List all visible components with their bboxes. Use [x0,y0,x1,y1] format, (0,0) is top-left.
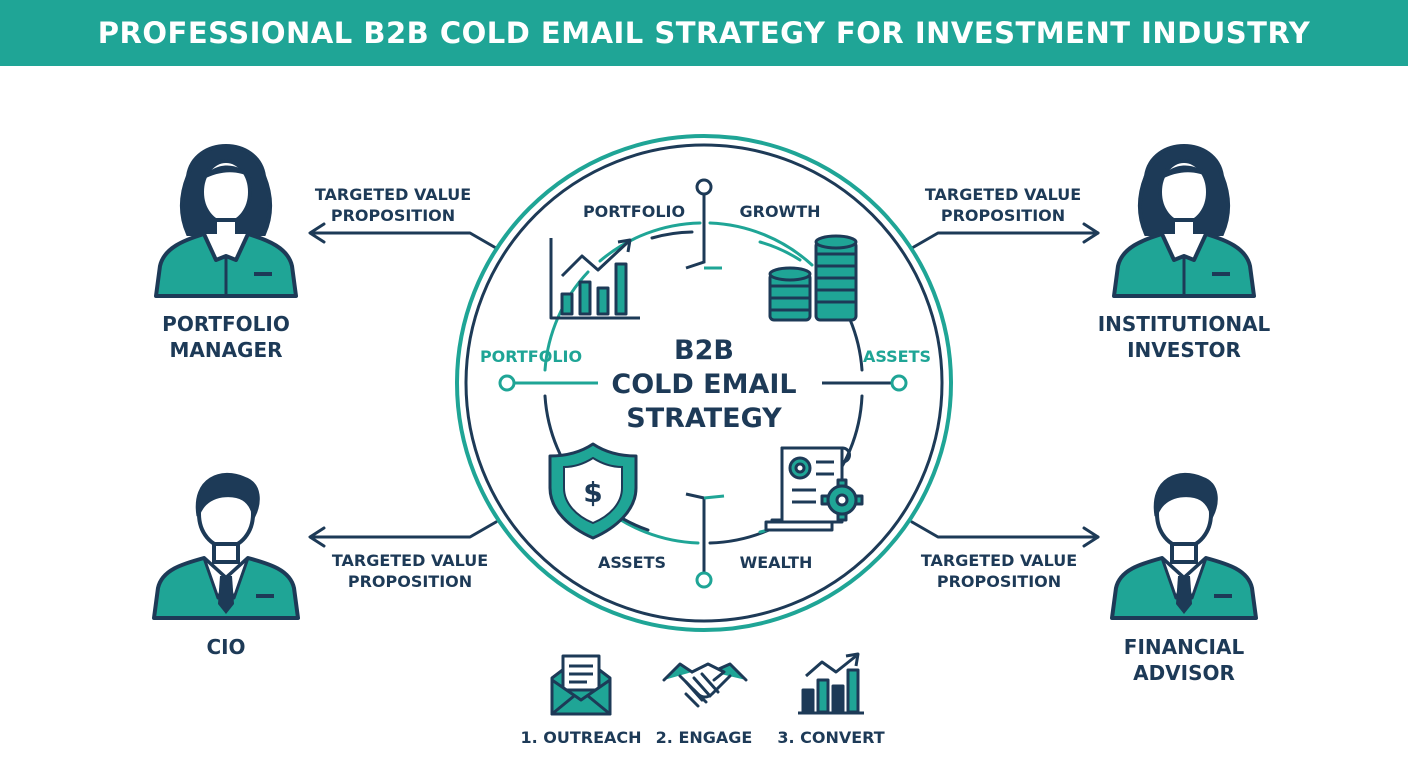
step-label: 2. ENGAGE [656,728,753,747]
persona-label: MANAGER [169,338,282,362]
outer-ring [455,134,953,632]
handshake-icon [662,662,748,708]
document-gear-icon [764,446,864,532]
growth-chart-icon [798,652,864,715]
persona-label: INSTITUTIONAL [1098,312,1271,336]
ring-arc [708,221,814,267]
ring-label: WEALTH [740,553,813,572]
female-avatar-icon [1112,144,1256,298]
ring-arc [650,230,694,240]
ring-label: PORTFOLIO [583,202,685,221]
value-prop-label: PROPOSITION [941,206,1065,225]
arrow-connector [310,520,498,539]
node-dot [695,178,713,196]
persona-label: ADVISOR [1133,661,1235,685]
inner-ring [464,143,944,623]
persona-label: CIO [206,635,245,659]
value-prop-label: TARGETED VALUE [921,551,1077,570]
header-banner: PROFESSIONAL B2B COLD EMAIL STRATEGY FOR… [0,0,1408,66]
arrow-connector [910,231,1100,250]
spoke-connector [685,492,706,574]
bar-chart-icon [549,238,640,320]
step-label: 1. OUTREACH [520,728,641,747]
arrow-head-icon [1082,526,1100,548]
step-label: 3. CONVERT [777,728,884,747]
spoke-connector [685,193,706,270]
ring-arc [758,240,802,262]
ring-label: PORTFOLIO [480,347,582,366]
arrow-head-icon [1082,222,1100,244]
center-title: STRATEGY [626,403,782,434]
ring-label: GROWTH [739,202,820,221]
male-avatar-icon [152,472,300,620]
persona-label: FINANCIAL [1124,635,1245,659]
arrow-head-icon [308,526,326,548]
value-prop-label: TARGETED VALUE [925,185,1081,204]
svg-text:$: $ [583,476,602,509]
value-prop-label: PROPOSITION [348,572,472,591]
spoke-connector [703,494,725,500]
female-avatar-icon [154,144,298,298]
center-title: B2B [674,335,734,366]
value-prop-label: PROPOSITION [331,206,455,225]
center-title: COLD EMAIL [611,369,796,400]
node-dot [695,571,713,589]
ring-label: ASSETS [863,347,931,366]
persona-label: PORTFOLIO [162,312,290,336]
node-dot [498,374,516,392]
arrow-connector [910,520,1100,539]
value-prop-label: TARGETED VALUE [315,185,471,204]
persona-label: INVESTOR [1127,338,1241,362]
ring-label: ASSETS [598,553,666,572]
coin-stack-icon [768,234,858,322]
page-title: PROFESSIONAL B2B COLD EMAIL STRATEGY FOR… [97,16,1311,50]
value-prop-label: TARGETED VALUE [332,551,488,570]
envelope-icon [550,654,612,716]
ring-arc [598,221,702,263]
shield-dollar-icon: $ [548,442,638,540]
value-prop-label: PROPOSITION [937,572,1061,591]
arrow-head-icon [308,222,326,244]
male-avatar-icon [1110,472,1258,620]
arrow-connector [310,231,498,250]
node-dot [890,374,908,392]
